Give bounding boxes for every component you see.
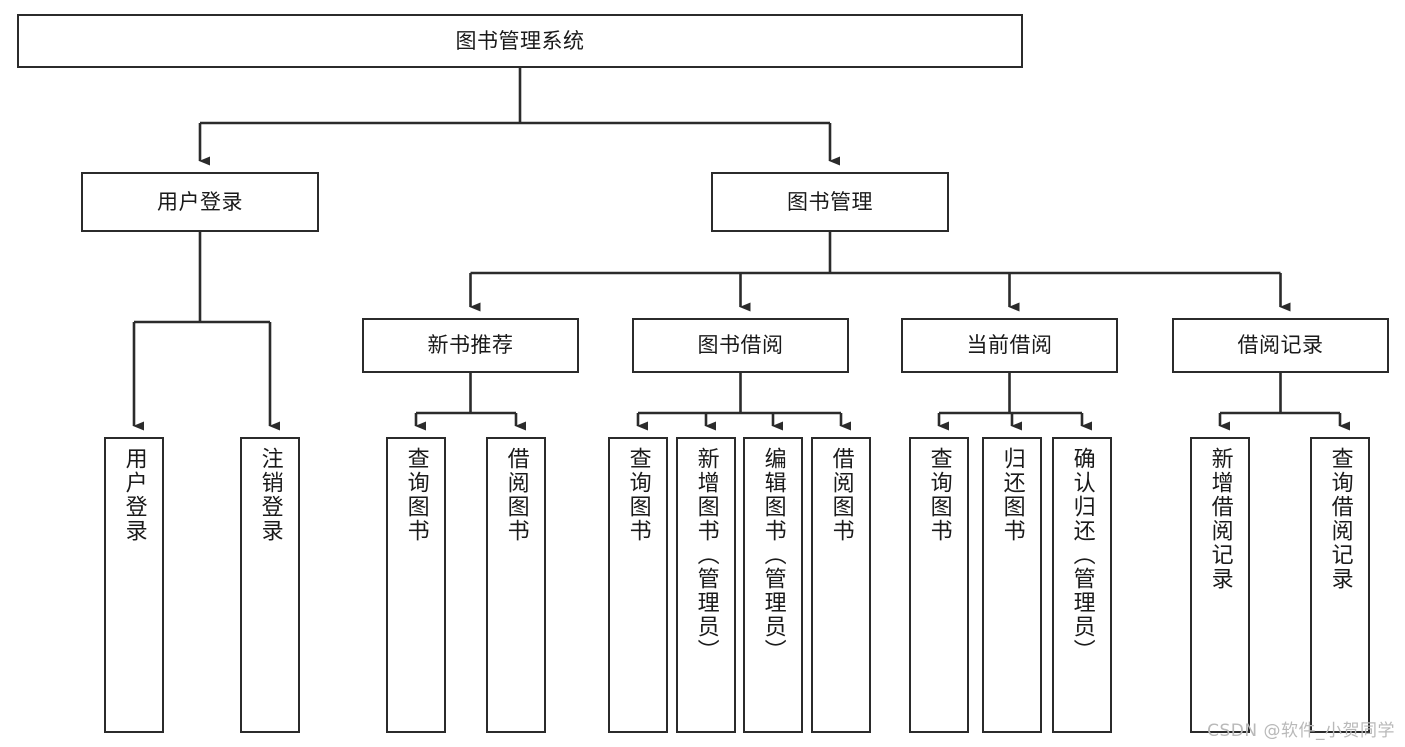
node-current-borrow[interactable]: 当前借阅 [901,318,1118,373]
node-leaf-add-book[interactable]: 新增图书（管理员） [676,437,736,733]
node-leaf-edit-book[interactable]: 编辑图书（管理员） [743,437,803,733]
node-leaf-confirm-return-label: 确认归还（管理员） [1069,447,1095,663]
node-leaf-add-record[interactable]: 新增借阅记录 [1190,437,1250,733]
node-leaf-query-record-label: 查询借阅记录 [1327,447,1353,591]
node-leaf-query-book-1-label: 查询图书 [403,447,429,543]
node-leaf-logout-label: 注销登录 [257,447,283,543]
watermark: CSDN @软件_小贺同学 [1207,721,1395,741]
node-borrow-record-label: 借阅记录 [1237,333,1324,358]
node-leaf-add-record-label: 新增借阅记录 [1207,447,1233,591]
node-borrow-record[interactable]: 借阅记录 [1172,318,1389,373]
node-leaf-query-book-3[interactable]: 查询图书 [909,437,969,733]
node-root-label: 图书管理系统 [455,28,585,53]
node-leaf-user-login-label: 用户登录 [121,447,147,543]
node-root[interactable]: 图书管理系统 [17,14,1023,68]
node-leaf-borrow-book-2-label: 借阅图书 [828,447,854,543]
node-leaf-confirm-return[interactable]: 确认归还（管理员） [1052,437,1112,733]
node-leaf-borrow-book-1[interactable]: 借阅图书 [486,437,546,733]
node-leaf-user-login[interactable]: 用户登录 [104,437,164,733]
node-book-borrow-label: 图书借阅 [697,333,784,358]
node-leaf-query-book-2-label: 查询图书 [625,447,651,543]
node-leaf-borrow-book-2[interactable]: 借阅图书 [811,437,871,733]
node-book-borrow[interactable]: 图书借阅 [632,318,849,373]
node-leaf-query-book-3-label: 查询图书 [926,447,952,543]
node-book-manage[interactable]: 图书管理 [711,172,949,232]
node-book-manage-label: 图书管理 [787,189,873,214]
node-leaf-borrow-book-1-label: 借阅图书 [503,447,529,543]
node-user-login[interactable]: 用户登录 [81,172,319,232]
node-leaf-edit-book-label: 编辑图书（管理员） [760,447,786,663]
node-leaf-query-book-1[interactable]: 查询图书 [386,437,446,733]
node-leaf-query-book-2[interactable]: 查询图书 [608,437,668,733]
node-user-login-label: 用户登录 [157,189,243,214]
node-leaf-return-book-label: 归还图书 [999,447,1025,543]
node-new-book-rec-label: 新书推荐 [427,333,514,358]
node-leaf-add-book-label: 新增图书（管理员） [693,447,719,663]
node-new-book-rec[interactable]: 新书推荐 [362,318,579,373]
node-leaf-return-book[interactable]: 归还图书 [982,437,1042,733]
node-leaf-logout[interactable]: 注销登录 [240,437,300,733]
node-current-borrow-label: 当前借阅 [966,333,1053,358]
node-leaf-query-record[interactable]: 查询借阅记录 [1310,437,1370,733]
